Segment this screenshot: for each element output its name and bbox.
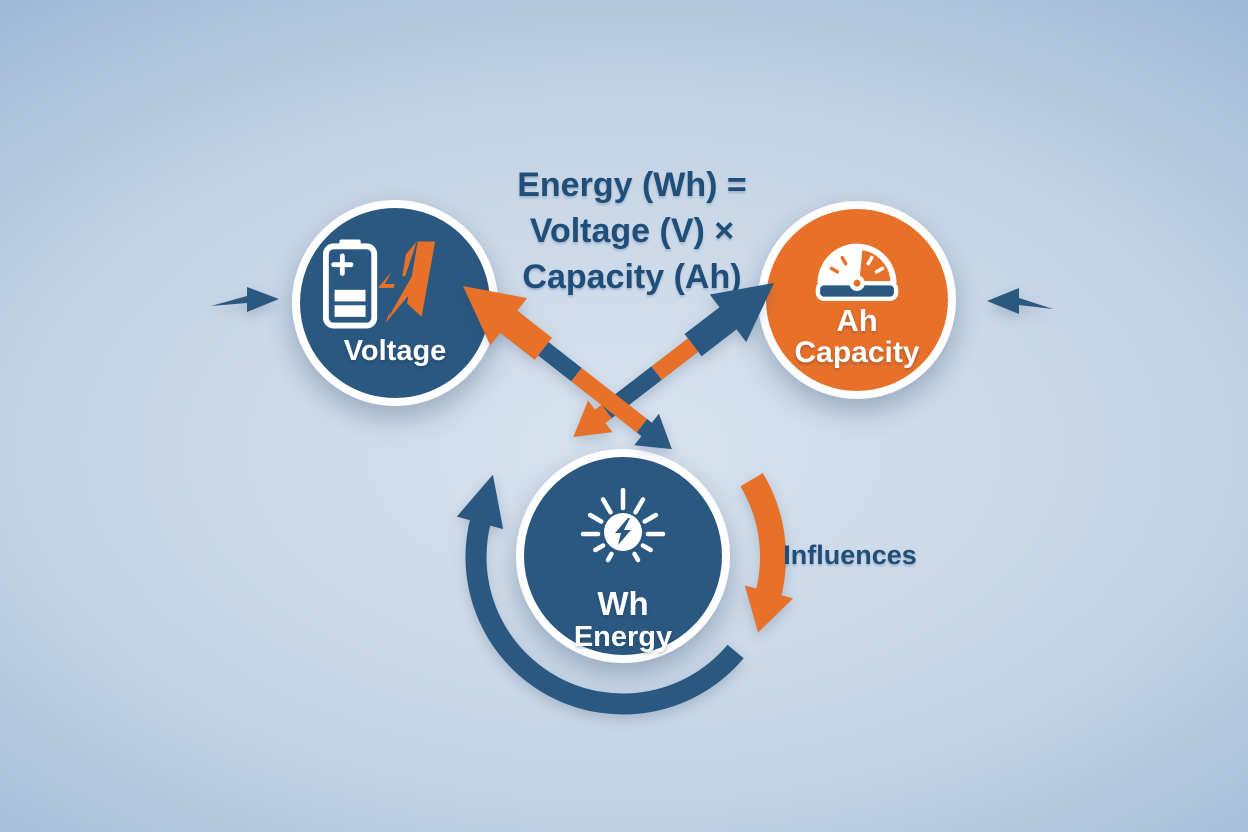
energy-label-line2: Energy: [573, 620, 673, 653]
gauge-icon: [815, 243, 899, 301]
capacity-label-line1: Ah: [836, 303, 878, 338]
battery-lightning-icon: [322, 239, 435, 329]
capacity-node: Ah Capacity: [758, 201, 956, 399]
voltage-label: Voltage: [343, 335, 447, 367]
voltage-node: Voltage: [292, 200, 498, 406]
influences-label: Influences: [783, 540, 917, 570]
battery-icon: [322, 239, 377, 329]
right-edge-arrow: [987, 288, 1053, 314]
energy-node: Wh Energy: [516, 449, 730, 663]
formula-line-2: Voltage (V) ×: [529, 212, 735, 250]
capacity-label-line2: Capacity: [794, 336, 920, 370]
formula-line-1: Energy (Wh) =: [517, 166, 747, 204]
left-edge-arrow: [211, 287, 279, 312]
energy-burst-icon: [580, 488, 666, 563]
double-lightning-icon: [377, 241, 435, 323]
energy-label-line1: Wh: [597, 585, 649, 622]
